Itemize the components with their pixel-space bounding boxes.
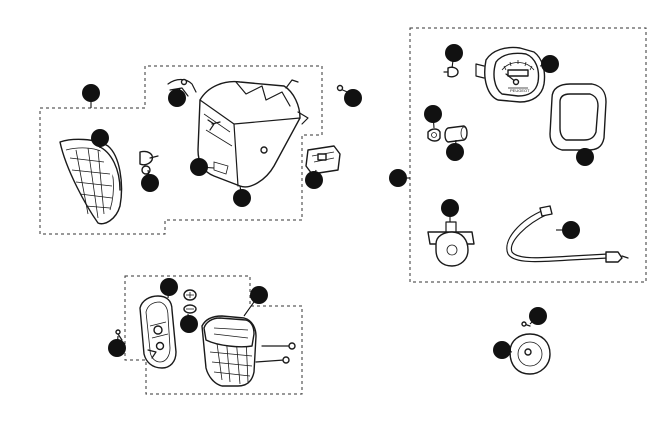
callout-marker — [141, 174, 159, 192]
light-switch-part — [305, 145, 341, 175]
callout-marker — [91, 129, 109, 147]
svg-text:PEUGEOT: PEUGEOT — [510, 88, 530, 93]
callout-marker — [493, 341, 511, 359]
speedometer-grommet-part — [427, 125, 468, 143]
speedometer-bulb-part — [443, 66, 459, 78]
callout-marker — [160, 278, 178, 296]
headlight-lens-part — [59, 138, 123, 225]
callout-marker — [529, 307, 547, 325]
callout-marker — [445, 44, 463, 62]
headlight-group-boundary — [39, 65, 323, 235]
headlight-bulb-part — [139, 150, 159, 175]
callout-marker — [562, 221, 580, 239]
callout-marker — [305, 171, 323, 189]
callout-marker — [108, 339, 126, 357]
speedometer-gauge-part: PEUGEOT — [475, 46, 546, 103]
speedometer-group-boundary — [409, 27, 647, 283]
tail-light-bulb-part — [183, 289, 197, 314]
tail-light-screw-part — [255, 342, 296, 364]
tail-light-group-boundary — [124, 275, 303, 395]
speedometer-bezel-part — [549, 83, 607, 151]
callout-marker — [446, 143, 464, 161]
callout-marker — [424, 105, 442, 123]
speedometer-drive-part — [427, 221, 475, 267]
headlight-housing-part — [197, 79, 309, 188]
callout-marker — [190, 158, 208, 176]
wire-clip-part — [167, 78, 197, 97]
speedometer-cable-part — [506, 205, 629, 263]
callout-marker — [576, 148, 594, 166]
callout-marker — [168, 89, 186, 107]
callout-marker — [82, 84, 100, 102]
horn-part — [509, 333, 551, 375]
horn-screw-part — [521, 321, 531, 327]
tail-light-base-part — [139, 295, 177, 369]
tail-small-screw-part — [115, 329, 123, 341]
callout-marker — [541, 55, 559, 73]
callout-marker — [233, 189, 251, 207]
callout-marker — [389, 169, 407, 187]
callout-marker — [441, 199, 459, 217]
tail-light-lens-part — [201, 315, 257, 387]
callout-marker — [180, 315, 198, 333]
callout-marker — [344, 89, 362, 107]
callout-marker — [250, 286, 268, 304]
